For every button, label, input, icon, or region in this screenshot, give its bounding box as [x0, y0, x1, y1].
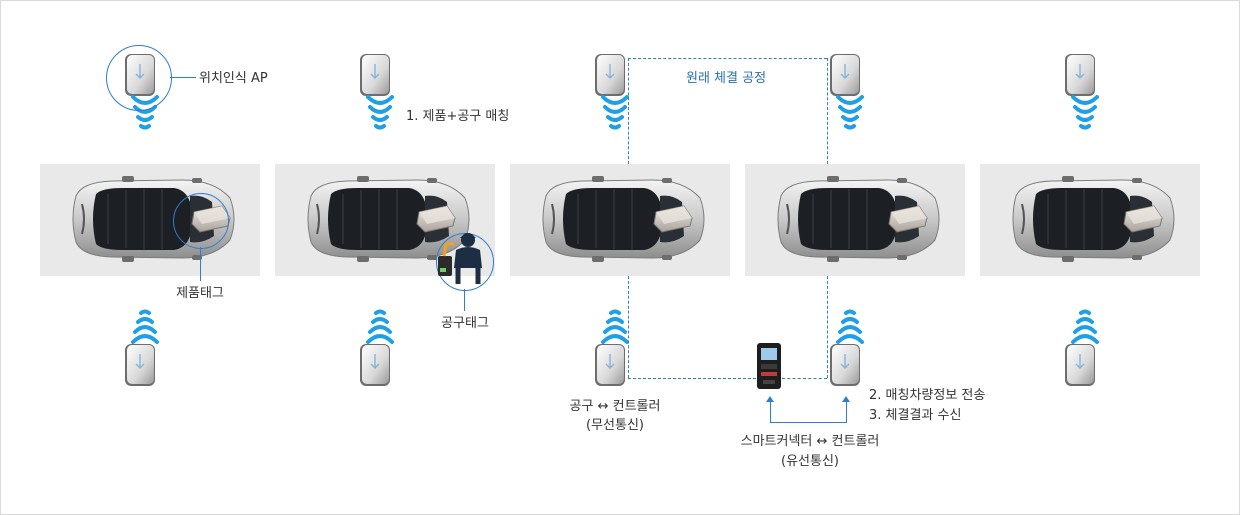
ap-label: 위치인식 AP: [199, 71, 268, 86]
tool-tag-highlight-circle: [436, 233, 494, 291]
product-tag-icon: [1120, 204, 1164, 234]
tool-controller-label: 공구 ↔ 컨트롤러: [569, 399, 661, 414]
product-tag-icon: [885, 204, 929, 234]
wireless-signal-icon: [1067, 306, 1103, 344]
access-point-icon: [827, 52, 863, 98]
tool-controller-sub-label: (무선통신): [586, 418, 644, 433]
product-tag-label: 제품태그: [176, 286, 224, 301]
worker-icon: [438, 233, 482, 284]
original-process-label: 원래 체결 공정: [686, 71, 767, 86]
access-point-icon: [357, 52, 393, 98]
access-point-icon: [357, 342, 393, 388]
wireless-signal-icon: [362, 95, 398, 133]
station-panel-5: [980, 164, 1200, 276]
wireless-signal-icon: [832, 95, 868, 133]
ap-leader-line: [170, 77, 196, 78]
step1-label: 1. 제품+공구 매칭: [406, 109, 510, 124]
smart-connector-label: 스마트커넥터 ↔ 컨트롤러: [740, 434, 880, 449]
process-box-left-top: [628, 58, 629, 164]
product-tag-highlight-circle: [173, 193, 229, 249]
wired-link-left: [770, 401, 771, 423]
process-box-bottom-right: [782, 378, 827, 379]
access-point-icon: [592, 52, 628, 98]
process-box-right-top: [827, 58, 828, 164]
tool-tag-leader-line: [464, 289, 465, 311]
arrow-up-icon: [766, 396, 774, 402]
smart-connector-sub-label: (유선통신): [781, 454, 839, 469]
product-tag-leader-line: [200, 247, 201, 281]
process-box-left-bottom: [628, 276, 629, 378]
ap-highlight-circle: [106, 45, 172, 111]
wired-link-right: [846, 401, 847, 423]
access-point-icon: [827, 342, 863, 388]
process-box-right-bottom: [827, 276, 828, 378]
wireless-signal-icon: [127, 306, 163, 344]
arrow-up-icon: [842, 396, 850, 402]
station-panel-4: [745, 164, 965, 276]
wired-link-bottom: [770, 422, 847, 423]
controller-icon: [757, 343, 781, 389]
wireless-signal-icon: [832, 306, 868, 344]
step3-label: 3. 체결결과 수신: [869, 408, 962, 423]
access-point-icon: [1062, 342, 1098, 388]
access-point-icon: [1062, 52, 1098, 98]
station-panel-3: [510, 164, 730, 276]
wireless-signal-icon: [362, 306, 398, 344]
wireless-signal-icon: [1067, 95, 1103, 133]
product-tag-icon: [650, 204, 694, 234]
access-point-icon: [122, 342, 158, 388]
tool-tag-label: 공구태그: [441, 316, 489, 331]
access-point-icon: [592, 342, 628, 388]
step2-label: 2. 매칭차량정보 전송: [869, 388, 986, 403]
process-box-top: [628, 58, 827, 59]
process-box-bottom-left: [628, 378, 756, 379]
